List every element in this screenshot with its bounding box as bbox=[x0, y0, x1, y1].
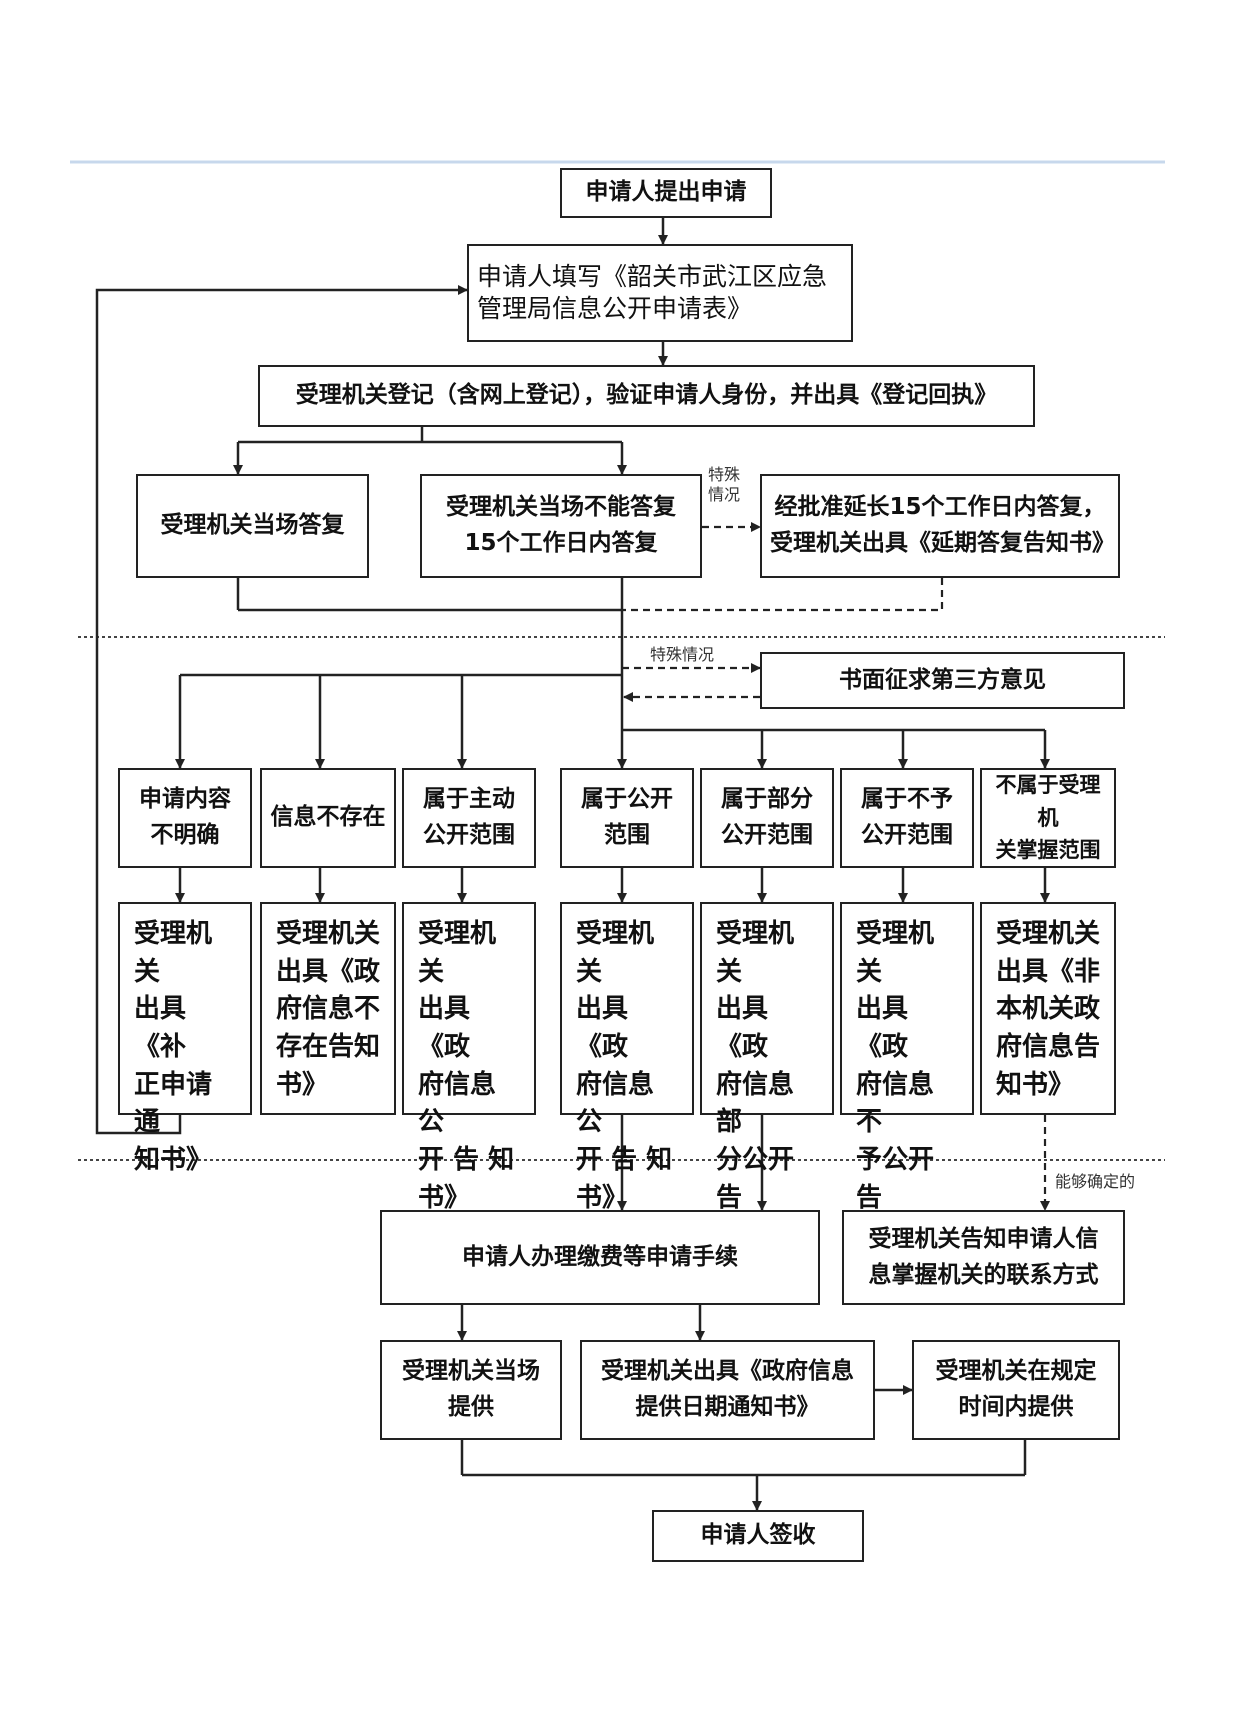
result-notice-box: 受理机关 出具《非 本机关政 府信息告 知书》 bbox=[980, 902, 1116, 1115]
category-box: 属于部分 公开范围 bbox=[700, 768, 834, 868]
category-box: 申请内容 不明确 bbox=[118, 768, 252, 868]
step-provide-deadline: 受理机关在规定 时间内提供 bbox=[912, 1340, 1120, 1440]
result-notice-box: 受理机关 出具《政 府信息不 予公开告 知书》 bbox=[840, 902, 974, 1251]
step-extend: 经批准延长15个工作日内答复， 受理机关出具《延期答复告知书》 bbox=[760, 474, 1120, 578]
category-box: 信息不存在 bbox=[260, 768, 396, 868]
step-sign: 申请人签收 bbox=[652, 1510, 864, 1562]
result-notice-box: 受理机关 出具《补 正申请通 知书》 bbox=[118, 902, 252, 1175]
result-notice-box: 受理机关 出具《政 府信息不 存在告知 书》 bbox=[260, 902, 396, 1115]
dashed-connector bbox=[622, 578, 944, 612]
step-third-party: 书面征求第三方意见 bbox=[760, 652, 1125, 709]
step-pay-fees: 申请人办理缴费等申请手续 bbox=[380, 1210, 820, 1305]
category-box: 属于不予 公开范围 bbox=[840, 768, 974, 868]
note-special-case: 特殊情况 bbox=[650, 645, 715, 664]
feedback-arrow bbox=[95, 285, 468, 1135]
step-inform-contact: 受理机关告知申请人信 息掌握机关的联系方式 bbox=[842, 1210, 1125, 1305]
step-reply-15days: 受理机关当场不能答复 15个工作日内答复 bbox=[420, 474, 702, 578]
step-register: 受理机关登记（含网上登记），验证申请人身份，并出具《登记回执》 bbox=[258, 365, 1035, 427]
category-box: 属于主动 公开范围 bbox=[402, 768, 536, 868]
category-box: 不属于受理机 关掌握范围 bbox=[980, 768, 1116, 868]
step-date-notice: 受理机关出具《政府信息 提供日期通知书》 bbox=[580, 1340, 875, 1440]
category-box: 属于公开 范围 bbox=[560, 768, 694, 868]
step-provide-onsite: 受理机关当场 提供 bbox=[380, 1340, 562, 1440]
step-apply: 申请人提出申请 bbox=[560, 168, 772, 218]
step-reply-onsite: 受理机关当场答复 bbox=[136, 474, 369, 578]
result-notice-box: 受理机关 出具《政 府信息公 开 告 知 书》 bbox=[402, 902, 536, 1213]
result-notice-box: 受理机关 出具《政 府信息部 分公开告 知书》 bbox=[700, 902, 834, 1251]
note-can-determine: 能够确定的 bbox=[1055, 1172, 1136, 1191]
note-special-case: 特殊 情况 bbox=[708, 465, 741, 504]
step-fill-form: 申请人填写《韶关市武江区应急 管理局信息公开申请表》 bbox=[467, 244, 853, 342]
result-notice-box: 受理机关 出具《政 府信息公 开 告 知 书》 bbox=[560, 902, 694, 1213]
